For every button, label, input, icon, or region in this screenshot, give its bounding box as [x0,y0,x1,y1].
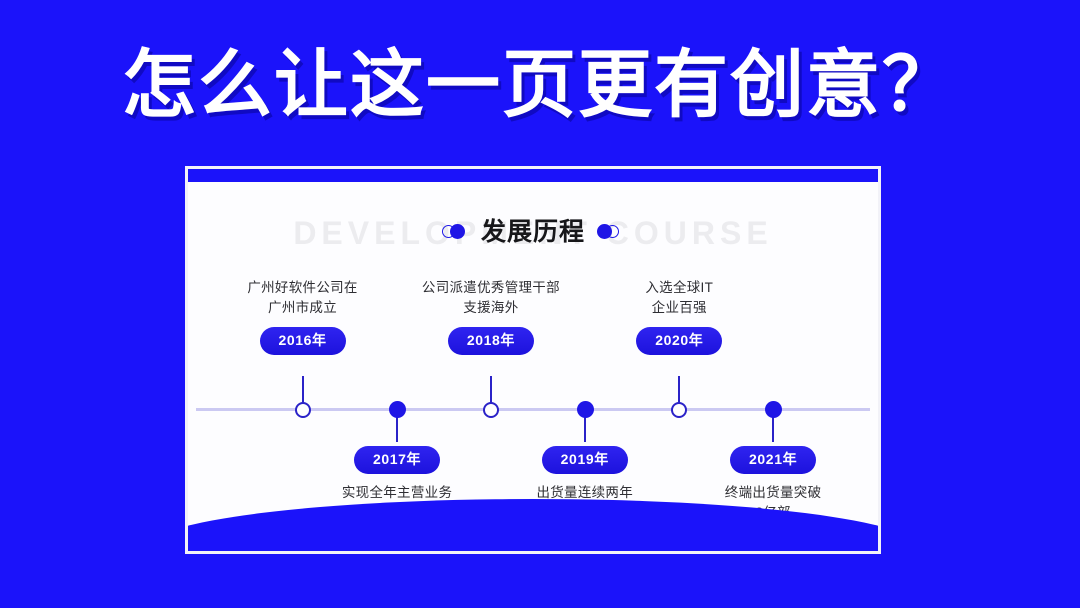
entry-description: 广州好软件公司在 广州市成立 [247,280,358,315]
timeline-marker-hollow-icon[interactable] [294,402,311,418]
year-badge[interactable]: 2021年 [730,446,817,474]
timeline-axis [196,408,870,411]
timeline-stem [489,376,492,410]
timeline-marker-hollow-icon[interactable] [671,402,688,418]
dot-pair-icon [597,224,624,240]
entry-description: 入选全球IT 企业百强 [645,280,714,315]
timeline-stem [772,408,775,442]
section-title: 发展历程 [480,218,585,246]
timeline-card: DEVELOPMENT COURSE 发展历程 广州好软件公司在 广州市成立 20… [185,166,881,554]
section-header: DEVELOPMENT COURSE 发展历程 [188,208,878,256]
year-badge[interactable]: 2017年 [354,446,441,474]
year-badge[interactable]: 2020年 [636,327,723,355]
year-badge[interactable]: 2018年 [447,327,534,355]
page-title: 怎么让这一页更有创意？ [122,43,958,126]
section-ghost-text: DEVELOPMENT COURSE [293,215,773,251]
timeline-entry: 广州好软件公司在 广州市成立 2016年 [193,278,413,355]
timeline-entry: 公司派遣优秀管理干部 支援海外 2018年 [381,278,601,355]
timeline-stem [678,376,681,410]
timeline-entry: 入选全球IT 企业百强 2020年 [569,278,789,355]
timeline-marker-solid-icon[interactable] [576,401,594,418]
dot-pair-icon [441,224,469,240]
section-header-row: 发展历程 [188,208,878,256]
card-bottom-curve [188,499,878,551]
timeline-marker-solid-icon[interactable] [389,401,407,418]
entry-description: 公司派遣优秀管理干部 支援海外 [421,280,560,315]
timeline-stem [301,376,304,410]
timeline-stem [396,408,399,442]
timeline-marker-hollow-icon[interactable] [482,402,499,418]
year-badge[interactable]: 2019年 [541,446,628,474]
card-top-accent-bar [188,169,878,182]
year-badge[interactable]: 2016年 [259,327,346,355]
timeline-stem [583,408,586,442]
timeline-marker-solid-icon[interactable] [765,401,783,418]
